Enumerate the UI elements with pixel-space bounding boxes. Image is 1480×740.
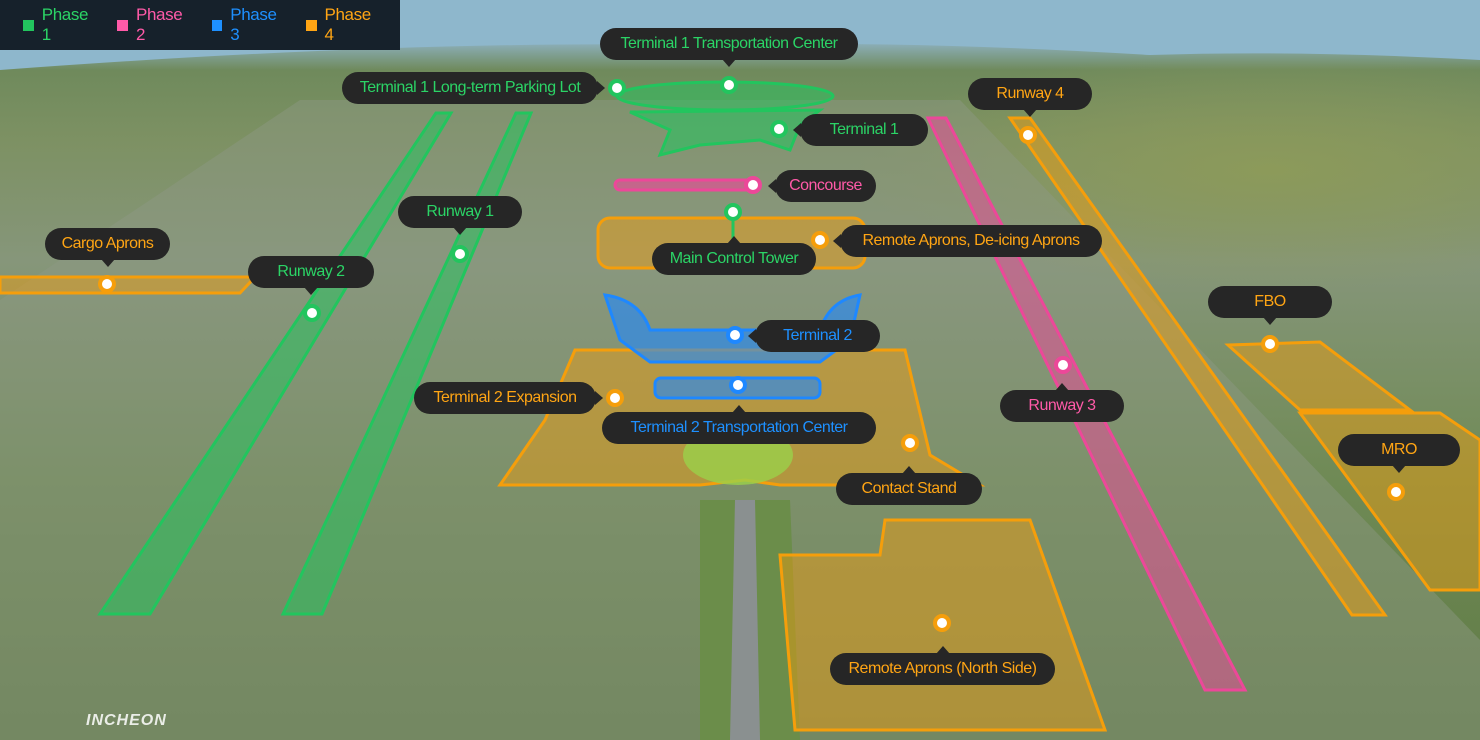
label-runway-2[interactable]: Runway 2 — [248, 256, 374, 295]
label-terminal-2[interactable]: Terminal 2 — [748, 320, 880, 352]
marker-t1-parking[interactable] — [608, 79, 626, 97]
legend-phase-4: Phase 4 — [305, 5, 383, 45]
label-cargo-aprons[interactable]: Cargo Aprons — [45, 228, 170, 267]
marker-control-tower[interactable] — [724, 203, 742, 221]
marker-runway-1[interactable] — [451, 245, 469, 263]
phase-2-swatch — [117, 19, 129, 31]
runway-2-zone[interactable] — [97, 111, 454, 616]
marker-terminal-2[interactable] — [726, 326, 744, 344]
marker-cargo[interactable] — [98, 275, 116, 293]
incheon-watermark: INCHEON — [86, 712, 167, 729]
legend-label: Phase 3 — [230, 5, 277, 44]
label-runway-4[interactable]: Runway 4 — [968, 78, 1092, 117]
label-t1-transportation-center[interactable]: Terminal 1 Transportation Center — [600, 28, 858, 67]
label-remote-aprons-north[interactable]: Remote Aprons (North Side) — [830, 646, 1055, 685]
marker-terminal-1[interactable] — [770, 120, 788, 138]
marker-concourse[interactable] — [744, 176, 762, 194]
legend-phase-3: Phase 3 — [211, 5, 289, 45]
legend-label: Phase 1 — [41, 5, 89, 44]
marker-runway-2[interactable] — [303, 304, 321, 322]
legend-label: Phase 2 — [136, 5, 183, 44]
legend-label: Phase 4 — [324, 5, 372, 44]
label-t2-expansion[interactable]: Terminal 2 Expansion — [414, 382, 603, 414]
fbo-zone[interactable] — [1224, 340, 1415, 412]
legend-phase-1: Phase 1 — [23, 5, 100, 45]
label-main-control-tower[interactable]: Main Control Tower — [652, 236, 816, 275]
legend-phase-2: Phase 2 — [117, 5, 194, 45]
marker-remote-north[interactable] — [933, 614, 951, 632]
marker-t2-transport[interactable] — [729, 376, 747, 394]
label-runway-1[interactable]: Runway 1 — [398, 196, 522, 235]
cargo-aprons-zone[interactable] — [0, 275, 259, 295]
marker-runway-3[interactable] — [1054, 356, 1072, 374]
concourse-zone[interactable] — [613, 178, 762, 192]
label-fbo[interactable]: FBO — [1208, 286, 1332, 325]
label-remote-deicing-aprons[interactable]: Remote Aprons, De-icing Aprons — [833, 225, 1102, 257]
access-road — [730, 500, 760, 740]
phase-4-swatch — [305, 19, 317, 31]
runway-4-zone[interactable] — [1007, 116, 1388, 617]
marker-t1-transport[interactable] — [720, 76, 738, 94]
marker-mro[interactable] — [1387, 483, 1405, 501]
label-terminal-1[interactable]: Terminal 1 — [793, 114, 928, 146]
label-runway-3[interactable]: Runway 3 — [1000, 383, 1124, 422]
runway-1-zone[interactable] — [280, 111, 534, 616]
label-t2-transportation-center[interactable]: Terminal 2 Transportation Center — [602, 405, 876, 444]
label-contact-stand[interactable]: Contact Stand — [836, 466, 982, 505]
label-concourse[interactable]: Concourse — [768, 170, 876, 202]
marker-runway-4[interactable] — [1019, 126, 1037, 144]
phase-legend: Phase 1 Phase 2 Phase 3 Phase 4 — [0, 0, 400, 50]
phase-3-swatch — [211, 19, 223, 31]
marker-remote-deicing[interactable] — [811, 231, 829, 249]
marker-t2-expansion[interactable] — [606, 389, 624, 407]
label-mro[interactable]: MRO — [1338, 434, 1460, 473]
label-t1-parking-lot[interactable]: Terminal 1 Long-term Parking Lot — [342, 72, 605, 104]
marker-fbo[interactable] — [1261, 335, 1279, 353]
phase-1-swatch — [23, 19, 34, 31]
marker-contact-stand[interactable] — [901, 434, 919, 452]
